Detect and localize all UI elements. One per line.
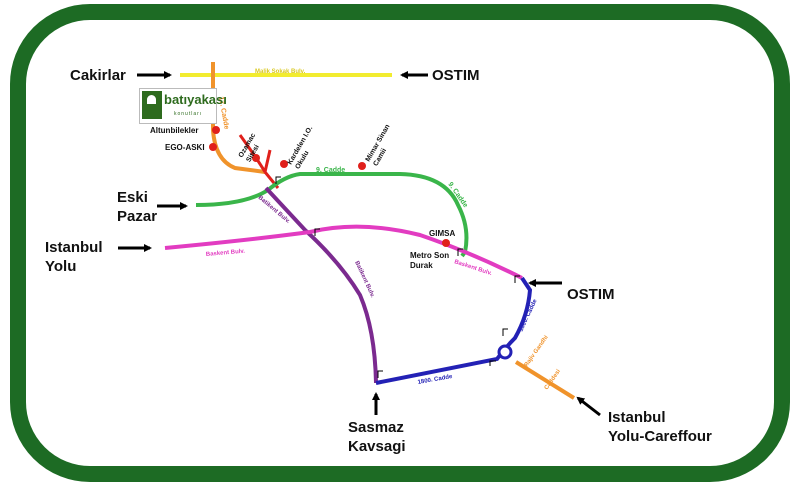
place-iyc-line1: Istanbul [608, 409, 666, 426]
road-batikent-bulv [264, 186, 378, 384]
landmark-ego-aski: EGO-ASKI [165, 143, 205, 153]
landmark-gimsa: GIMSA [429, 229, 455, 239]
landmark-dots [209, 126, 450, 247]
place-cakirlar-text: Cakirlar [70, 67, 126, 84]
landmark-altunbilekler-text: Altunbilekler [150, 126, 199, 135]
landmark-label-mimar-sinan: Mimar Sinan Camii [365, 123, 392, 167]
place-cakirlar: Cakirlar [70, 66, 126, 85]
landmark-metro-line2: Durak [410, 261, 433, 270]
place-istanbul-yolu-line1: Istanbul [45, 239, 103, 256]
road-9-cadde [195, 172, 469, 258]
batiyakasi-logo: batıyakası konutları [139, 88, 227, 124]
place-eski-pazar-line1: Eski [117, 189, 148, 206]
place-ostim-top: OSTIM [432, 66, 480, 85]
place-iyc-line2: Yolu-Careffour [608, 428, 712, 445]
direction-arrows [118, 71, 601, 417]
landmark-dot-kardelen [280, 160, 288, 168]
logo-name: batıyakası [164, 92, 227, 107]
landmark-dot-gimsa [442, 239, 450, 247]
place-eski-pazar: Eski Pazar [117, 188, 157, 226]
road-1800-cadde [375, 276, 533, 385]
place-sasmaz-line2: Kavsagi [348, 438, 406, 455]
landmark-altunbilekler: Altunbilekler [150, 126, 198, 136]
place-istanbul-yolu: Istanbul Yolu [45, 238, 103, 276]
arrow-careffour [576, 396, 601, 417]
road-label-9-cadde-a: 9. Cadde [316, 167, 345, 174]
place-istanbul-yolu-line2: Yolu [45, 258, 77, 275]
landmark-dot-ego-aski [209, 143, 217, 151]
road-baskent-bulv [164, 224, 523, 280]
road-label-malik: Malik Sokak Bulv. [255, 69, 306, 75]
place-ostim-right-text: OSTIM [567, 286, 615, 303]
landmark-gimsa-text: GIMSA [429, 229, 456, 238]
road-label-batikent-2: Batikent Bulv. [353, 260, 375, 299]
road-label-baskent-1: Baskent Bulv. [206, 249, 246, 258]
landmark-dot-altunbilekler [212, 126, 220, 134]
turn-arrows [275, 176, 520, 378]
landmark-label-kardelen: Kardelen I.O. Okulu [287, 125, 315, 170]
place-istanbul-yolu-careffour: Istanbul Yolu-Careffour [608, 408, 712, 446]
place-sasmaz-kavsagi: Sasmaz Kavsagi [348, 418, 406, 456]
place-ostim-top-text: OSTIM [432, 67, 480, 84]
place-ostim-right: OSTIM [567, 285, 615, 304]
landmark-dot-mimar-sinan [358, 162, 366, 170]
place-eski-pazar-line2: Pazar [117, 208, 158, 225]
map-frame [10, 4, 790, 482]
road-rajiv-gandhi-caddesi [514, 360, 576, 400]
landmark-metro-line1: Metro Son [410, 251, 450, 260]
landmark-metro-son-durak: Metro Son Durak [410, 251, 449, 271]
place-sasmaz-line1: Sasmaz [348, 419, 404, 436]
logo-mark-icon [142, 91, 162, 119]
landmark-ego-aski-text: EGO-ASKI [165, 143, 205, 152]
roundabout [497, 344, 513, 360]
road-label-rajiv-1: Rajiv Gandhi [524, 334, 550, 368]
landmark-dot-ozamac [252, 154, 260, 162]
logo-tagline: konutları [174, 111, 203, 117]
